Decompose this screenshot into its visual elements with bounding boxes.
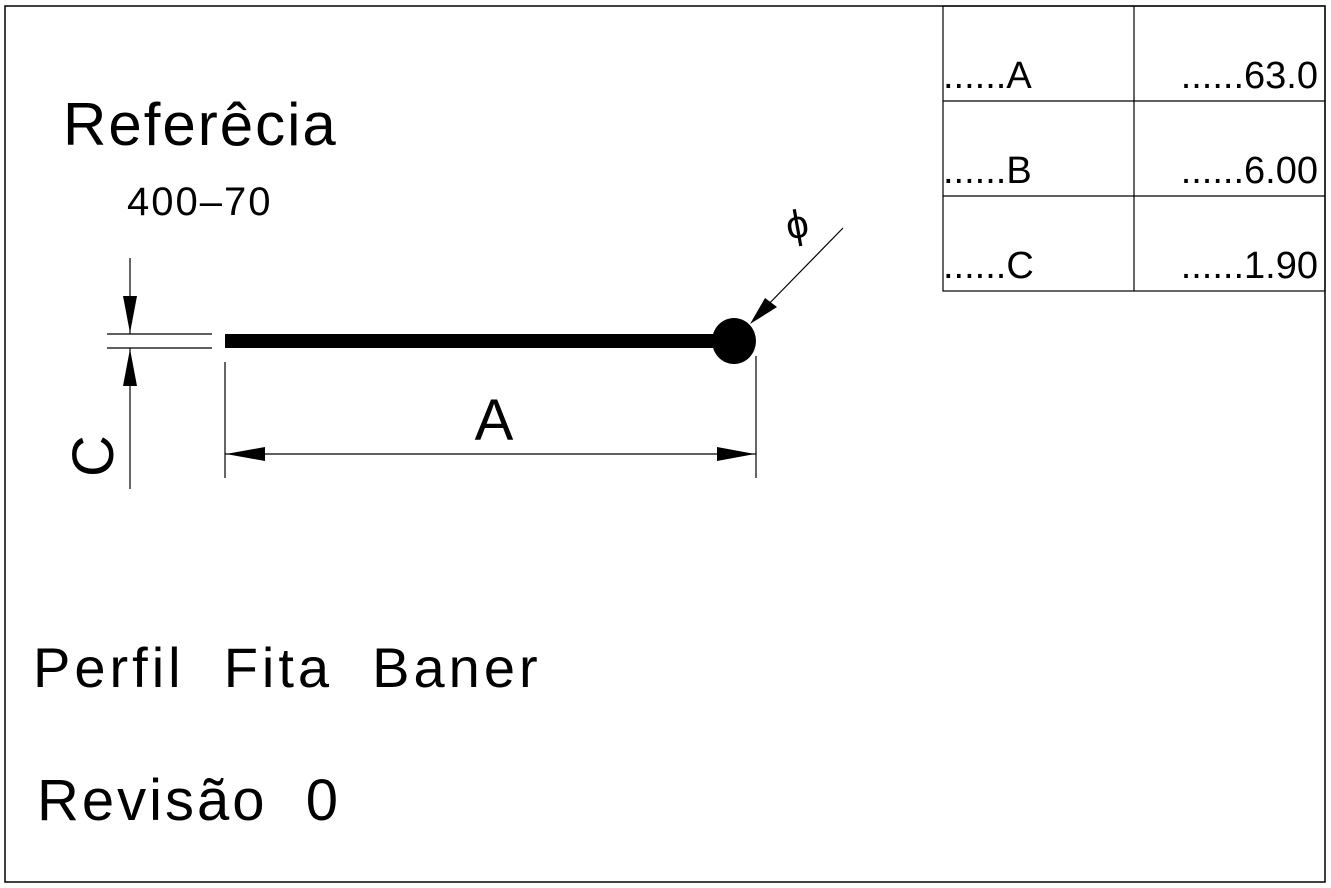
reference-code: 400–70 <box>127 180 272 224</box>
arrowhead-down <box>123 296 137 333</box>
profile-strip <box>225 334 725 348</box>
diameter-callout: ϕ <box>750 201 844 324</box>
dimension-a-label: A <box>475 388 514 453</box>
table-label-b: ......B <box>943 150 1032 192</box>
table-value-a: ......63.0 <box>1181 55 1318 97</box>
dimension-c: C <box>61 258 212 489</box>
profile-shape <box>225 318 756 364</box>
arrowhead-up <box>123 349 137 386</box>
dimension-c-label: C <box>61 435 126 477</box>
dimension-table: ......A ......63.0 ......B ......6.00 ..… <box>942 5 1326 292</box>
table-label-c: ......C <box>943 245 1034 287</box>
diameter-symbol: ϕ <box>782 201 812 248</box>
diameter-arrowhead <box>750 298 777 324</box>
revision-label: Revisão 0 <box>37 768 341 833</box>
diameter-leader-line <box>759 227 844 314</box>
drawing-title: Referêcia <box>63 91 338 158</box>
drawing-border <box>4 5 1326 883</box>
dimension-a: A <box>224 356 757 478</box>
arrowhead-left <box>226 447 265 461</box>
profile-name: Perfil Fita Baner <box>33 636 542 699</box>
profile-bead <box>712 318 756 364</box>
table-value-b: ......6.00 <box>1181 150 1318 192</box>
table-value-c: ......1.90 <box>1181 245 1318 287</box>
arrowhead-right <box>717 447 755 461</box>
table-label-a: ......A <box>943 55 1032 97</box>
